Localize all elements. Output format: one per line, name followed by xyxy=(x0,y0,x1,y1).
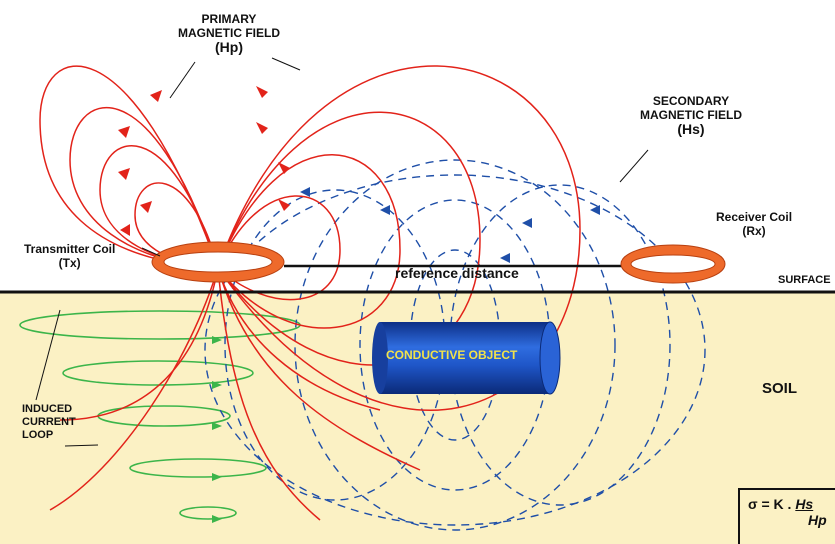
secondary-label-symbol: (Hs) xyxy=(677,121,705,137)
primary-label-symbol: (Hp) xyxy=(215,39,243,55)
formula-lhs: σ = K . xyxy=(748,496,796,512)
receiver-label-line: Receiver Coil xyxy=(716,210,793,224)
induced-loop-2 xyxy=(62,360,254,386)
secondary-field-label: SECONDARY MAGNETIC FIELD (Hs) xyxy=(640,94,742,136)
induced-current-label: INDUCED CURRENT LOOP xyxy=(22,403,76,442)
primary-field-lines xyxy=(39,65,581,521)
formula-text: σ = K . Hs Hp xyxy=(748,496,827,528)
formula-denominator: Hp xyxy=(808,512,827,528)
receiver-coil xyxy=(620,244,726,284)
induced-loop-5 xyxy=(179,506,237,520)
receiver-coil-label: Receiver Coil (Rx) xyxy=(716,210,792,238)
transmitter-coil xyxy=(151,241,285,283)
conductivity-formula: σ = K . Hs Hp xyxy=(738,488,835,544)
leader-lines xyxy=(35,57,649,447)
induced-label-line: INDUCED xyxy=(22,403,73,415)
primary-field-arrows xyxy=(118,86,290,236)
conductive-object-label: CONDUCTIVE OBJECT xyxy=(386,348,518,362)
secondary-label-line: MAGNETIC FIELD xyxy=(640,108,742,122)
transmitter-label-symbol: (Tx) xyxy=(58,256,81,270)
primary-label-line: MAGNETIC FIELD xyxy=(178,26,280,40)
transmitter-label-line: Transmitter Coil xyxy=(24,242,116,256)
formula-numerator: Hs xyxy=(795,496,814,512)
surface-label: SURFACE xyxy=(778,274,831,286)
secondary-label-line: SECONDARY xyxy=(652,94,730,108)
transmitter-coil-label: Transmitter Coil (Tx) xyxy=(24,242,115,270)
secondary-field-arrows xyxy=(300,187,600,263)
reference-distance-label: reference distance xyxy=(395,265,519,281)
induced-loop-4 xyxy=(129,458,267,478)
primary-field-label: PRIMARY MAGNETIC FIELD (Hp) xyxy=(178,12,280,54)
receiver-label-symbol: (Rx) xyxy=(742,224,766,238)
soil-label: SOIL xyxy=(762,380,798,397)
induced-label-line: CURRENT xyxy=(22,416,76,428)
conductive-object xyxy=(372,321,561,395)
arrow-head xyxy=(212,336,222,344)
induced-label-line: LOOP xyxy=(22,429,54,441)
primary-label-line: PRIMARY xyxy=(201,12,257,26)
induced-current-arrows xyxy=(212,336,222,523)
